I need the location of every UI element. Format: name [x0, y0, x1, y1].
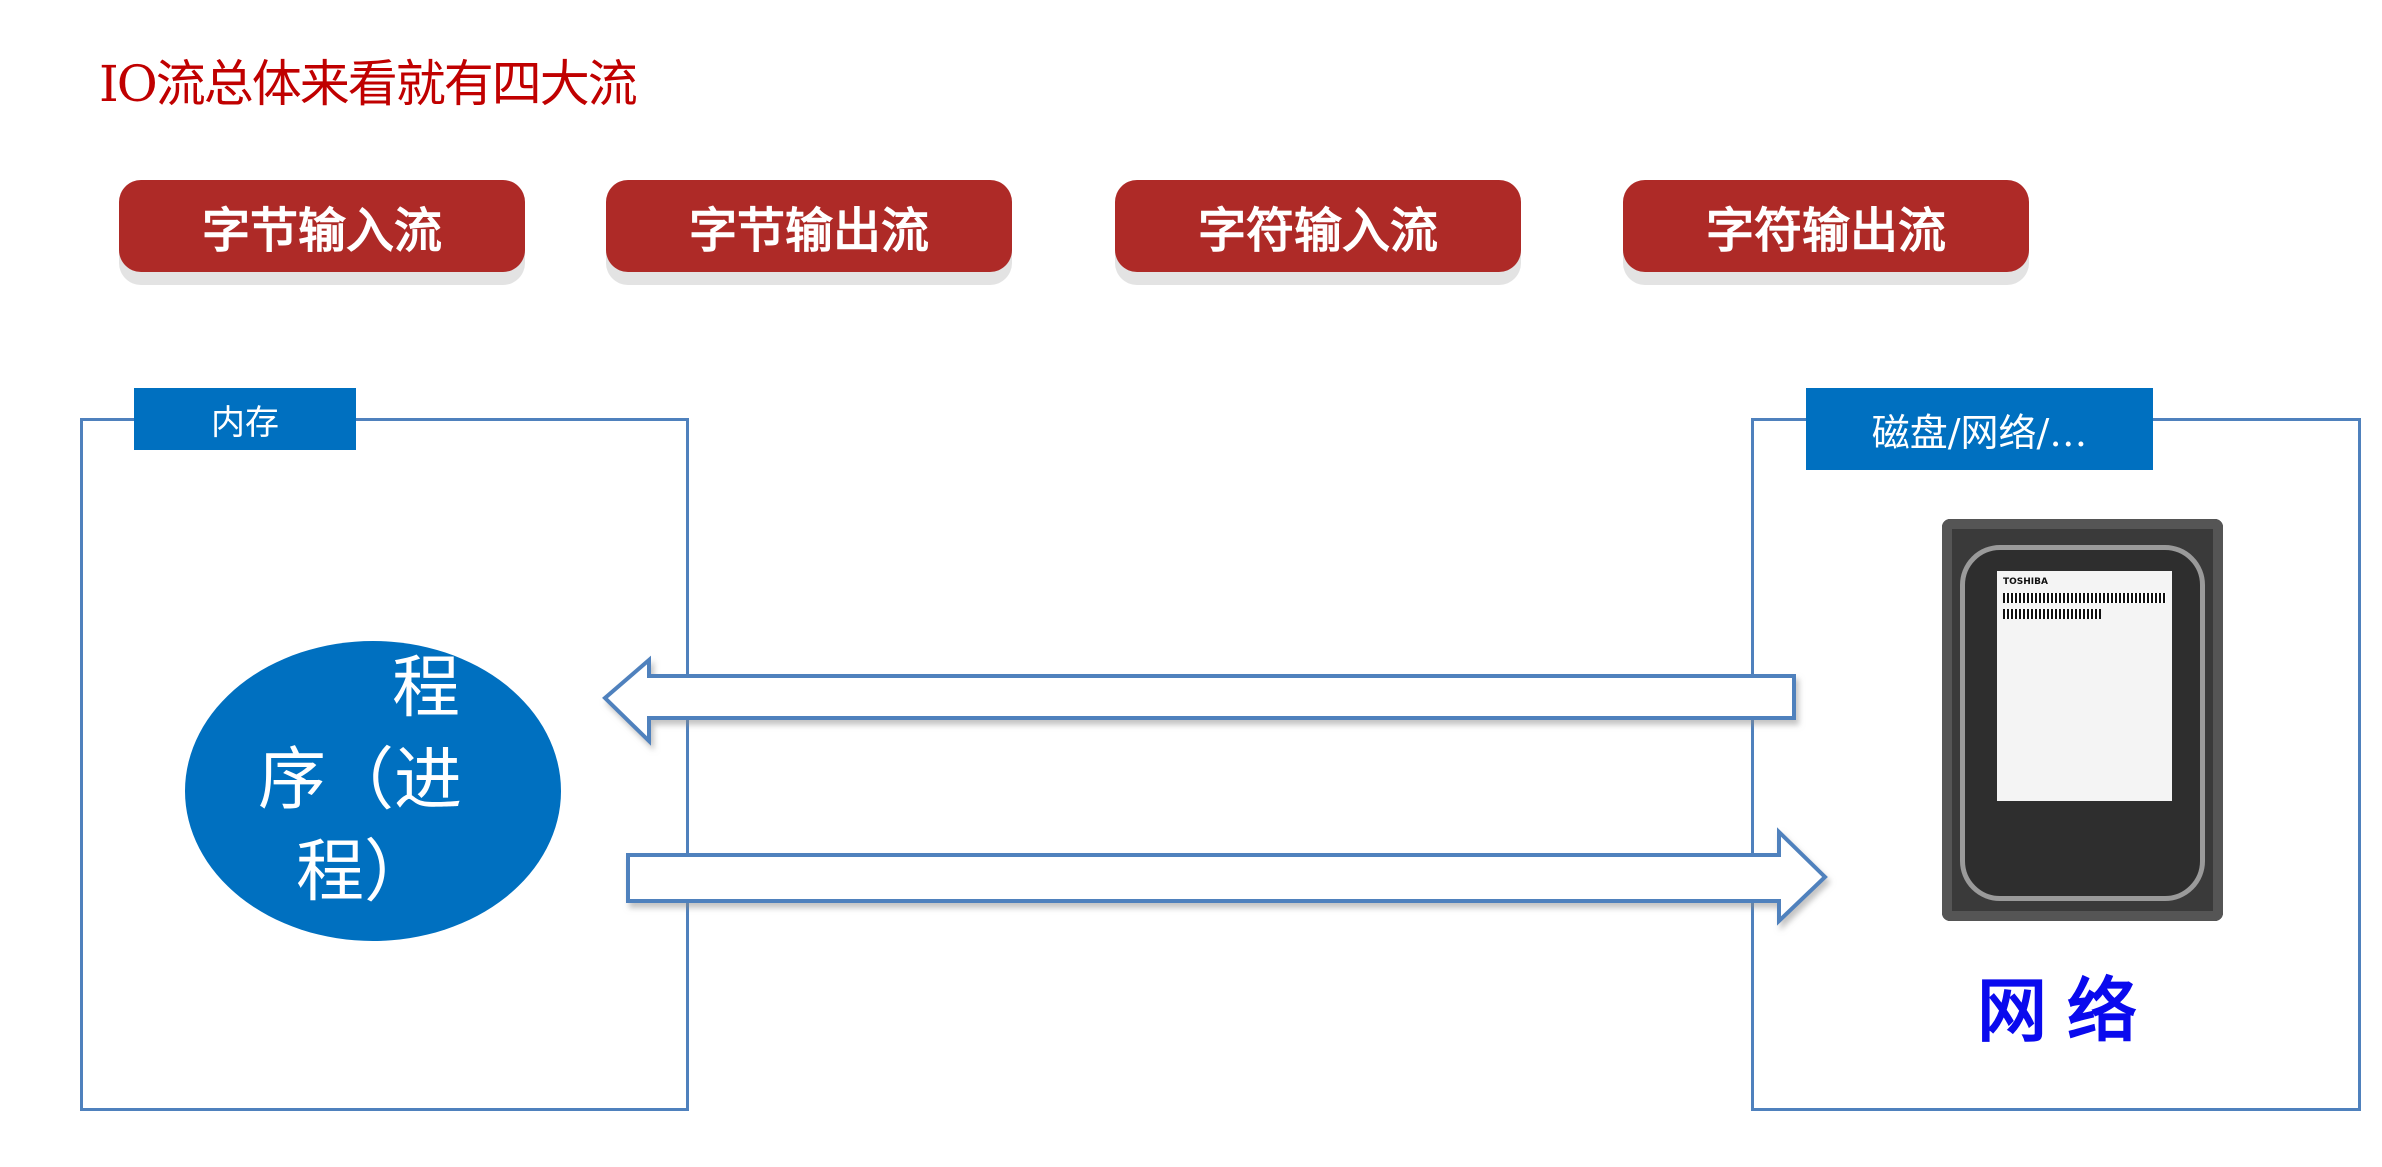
hdd-label: TOSHIBA — [1997, 571, 2172, 801]
byte-input-stream-badge: 字节输入流 — [119, 180, 525, 272]
program-text-line1: 程 — [392, 649, 461, 728]
program-circle — [185, 641, 561, 941]
byte-output-stream-badge: 字节输出流 — [606, 180, 1012, 272]
barcode — [2003, 609, 2101, 619]
program-text-line2: 序（进 — [258, 741, 463, 820]
slide-title: IO流总体来看就有四大流 — [99, 55, 638, 113]
storage-label: 磁盘/网络/… — [1806, 388, 2153, 470]
char-input-stream-badge: 字符输入流 — [1115, 180, 1521, 272]
program-text-line3: 程） — [296, 833, 433, 912]
input-arrow-left — [602, 655, 1796, 746]
hdd-brand: TOSHIBA — [2003, 577, 2048, 587]
network-text: 网络 — [1977, 970, 2157, 1052]
hard-drive-image: TOSHIBA — [1942, 519, 2223, 921]
memory-label: 内存 — [134, 388, 356, 450]
memory-box — [80, 418, 689, 1111]
output-arrow-right — [626, 827, 1828, 926]
char-output-stream-badge: 字符输出流 — [1623, 180, 2029, 272]
barcode — [2003, 593, 2166, 603]
